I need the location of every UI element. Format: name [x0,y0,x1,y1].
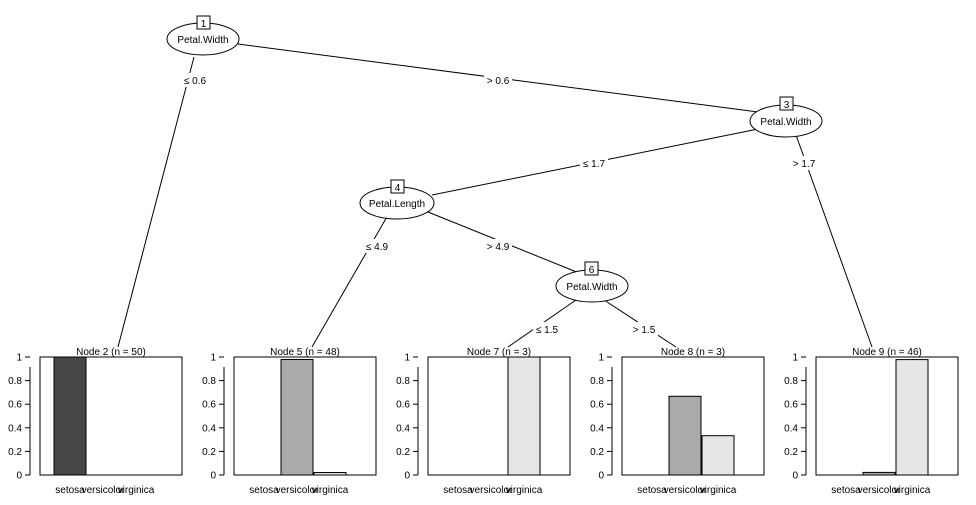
edge-label-gt-1.7: > 1.7 [793,159,816,170]
node-id-box [196,15,211,30]
y-tick-label: 0 [404,471,410,482]
y-tick-label: 1 [210,353,216,364]
node-title: Node 5 (n = 48) [270,347,340,358]
edge-node3-node9 [795,134,873,348]
x-tick-label-virginica: virginica [312,485,349,496]
y-tick-label: 0.2 [8,447,22,458]
bar-virginica [507,356,541,476]
bar-virginica [895,359,929,476]
node-variable-label: Petal.Length [369,199,425,210]
y-tick-label: 0.6 [590,400,604,411]
node-title: Node 7 (n = 3) [467,347,531,358]
y-tick-label: 1 [16,353,22,364]
y-tick-label: 0.4 [590,423,604,434]
node-variable-label: Petal.Width [566,282,617,293]
bar-versicolor [280,358,314,476]
y-tick-label: 0.6 [784,400,798,411]
node-id: 3 [784,100,790,111]
y-tick-label: 0 [792,471,798,482]
edge-label-gt-4.9: > 4.9 [487,242,510,253]
edge-node1-node2 [117,56,195,348]
x-tick-label-versicolor: versicolor [276,485,319,496]
y-tick-label: 0.2 [202,447,216,458]
edge-label-le-1.7: ≤ 1.7 [583,159,606,170]
node-title: Node 8 (n = 3) [661,347,725,358]
x-tick-label-versicolor: versicolor [664,485,707,496]
bar-setosa [53,356,87,476]
x-tick-label-setosa: setosa [249,485,279,496]
x-tick-label-virginica: virginica [118,485,155,496]
bar-virginica [313,472,347,476]
y-tick-label: 0.8 [590,376,604,387]
edge-node4-node5 [311,214,389,348]
node-id-box [390,179,405,194]
edge-label-gt-1.5: > 1.5 [633,325,656,336]
x-tick-label-virginica: virginica [894,485,931,496]
y-tick-label: 1 [404,353,410,364]
x-tick-label-setosa: setosa [831,485,861,496]
x-tick-label-virginica: virginica [700,485,737,496]
terminal-node-3: Node 8 (n = 3) 0 0.2 0.4 0.6 0.8 1 setosaversic… [590,347,765,496]
y-tick-label: 0.2 [784,447,798,458]
y-tick-label: 0.8 [784,376,798,387]
terminal-node-panels: Node 2 (n = 50)00.20.40.60.81setosaversi… [8,347,959,496]
x-tick-label-versicolor: versicolor [470,485,513,496]
y-tick-label: 0 [598,471,604,482]
node-id: 1 [201,19,207,30]
x-tick-label-setosa: setosa [55,485,85,496]
terminal-node-2: Node 7 (n = 3) 0 0.2 0.4 0.6 0.8 1 setosaversic… [396,347,571,496]
edge-label-gt-0.6: > 0.6 [487,76,510,87]
edge-labels: ≤ 0.6 > 0.6 ≤ 1.7 > 1.7 ≤ 4.9 > 4.9 ≤ 1.… [181,73,818,336]
y-tick-label: 0.8 [202,376,216,387]
tree-node-1: 1 Petal.Width [166,15,240,56]
terminal-node-0: Node 2 (n = 50) 0 0.2 0.4 0.6 0.8 1 setosaversi… [8,347,183,496]
plot-frame [815,356,959,476]
bar-versicolor [862,471,896,476]
y-tick-label: 0.4 [784,423,798,434]
y-tick-label: 0.6 [396,400,410,411]
y-tick-label: 1 [792,353,798,364]
terminal-node-1: Node 5 (n = 48) 0 0.2 0.4 0.6 0.8 1 setosaversi… [202,347,377,496]
node-variable-label: Petal.Width [177,35,228,46]
node-id-box [584,261,599,276]
y-tick-label: 0.2 [396,447,410,458]
x-tick-label-setosa: setosa [443,485,473,496]
node-id-box [779,96,794,111]
x-tick-label-virginica: virginica [506,485,543,496]
y-tick-label: 0 [210,471,216,482]
y-tick-label: 0.6 [8,400,22,411]
y-tick-label: 0.4 [202,423,216,434]
node-variable-label: Petal.Width [760,117,811,128]
y-tick-label: 0.6 [202,400,216,411]
x-tick-label-versicolor: versicolor [858,485,901,496]
tree-node-6: 6 Petal.Width [555,261,629,303]
x-tick-label-setosa: setosa [637,485,667,496]
y-tick-label: 0.4 [8,423,22,434]
node-title: Node 9 (n = 46) [852,347,922,358]
y-tick-label: 0 [16,471,22,482]
x-tick-label-versicolor: versicolor [82,485,125,496]
plot-frame [427,356,571,476]
node-id: 4 [395,183,401,194]
bar-versicolor [668,395,702,476]
bar-virginica [701,435,735,476]
node-title: Node 2 (n = 50) [76,347,146,358]
tree-edges [117,43,873,348]
tree-node-4: 4 Petal.Length [359,179,435,220]
node-id: 6 [589,265,595,276]
terminal-node-4: Node 9 (n = 46) 0 0.2 0.4 0.6 0.8 1 setosaversi… [784,347,959,496]
plot-frame [39,356,183,476]
edge-label-le-4.9: ≤ 4.9 [366,242,389,253]
y-tick-label: 0.4 [396,423,410,434]
y-tick-label: 0.2 [590,447,604,458]
y-tick-label: 0.8 [8,376,22,387]
edge-label-le-1.5: ≤ 1.5 [536,325,559,336]
edge-label-le-0.6: ≤ 0.6 [184,76,207,87]
tree-node-3: 3 Petal.Width [749,96,823,138]
y-tick-label: 1 [598,353,604,364]
y-tick-label: 0.8 [396,376,410,387]
